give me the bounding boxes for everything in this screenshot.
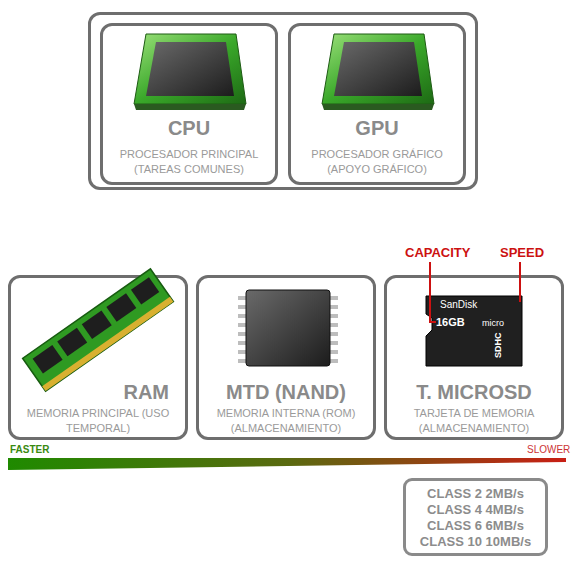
callout-label: CAPACITY: [405, 245, 470, 260]
speed-scale-label: SLOWER: [527, 444, 570, 455]
component-name: MTD (NAND): [199, 381, 373, 403]
leader-line: [430, 262, 520, 322]
class-speed-row: CLASS 4 4MB/s: [406, 502, 545, 518]
callout-label: SPEED: [500, 245, 544, 260]
speed-scale-label: FASTER: [10, 444, 49, 455]
card-print: SanDisk: [440, 299, 477, 310]
class-table-box: CLASS 2 2MB/sCLASS 4 4MB/sCLASS 6 6MB/sC…: [403, 478, 548, 556]
ram-stick: [23, 269, 174, 391]
component-description: PROCESADOR GRÁFICO (APOYO GRÁFICO): [295, 147, 459, 177]
class-speed-row: CLASS 10 10MB/s: [406, 534, 545, 550]
component-box: MTD (NAND) MEMORIA INTERNA (ROM) (ALMACEN…: [196, 275, 376, 440]
component-description: MEMORIA INTERNA (ROM) (ALMACENAMIENTO): [204, 406, 368, 436]
gpu-chip: [322, 34, 434, 110]
nand-chip: [238, 290, 338, 366]
card-print: SDHC: [493, 332, 503, 358]
component-name: CPU: [103, 117, 275, 139]
card-print: micro: [482, 318, 504, 328]
component-box: CPU PROCESADOR PRINCIPAL (TAREAS COMUNES): [100, 23, 278, 185]
component-description: TARJETA DE MEMORIA (ALMACENAMIENTO): [392, 406, 556, 436]
component-description: MEMORIA PRINCIPAL (USO TEMPORAL): [16, 406, 180, 436]
class-speed-row: CLASS 2 2MB/s: [406, 486, 545, 502]
component-name: RAM: [11, 381, 185, 403]
component-name: T. MICROSD: [387, 381, 561, 403]
speed-gradient-bar: [8, 458, 566, 470]
component-box: RAM MEMORIA PRINCIPAL (USO TEMPORAL): [8, 275, 188, 440]
cpu-chip: [134, 34, 246, 110]
component-description: PROCESADOR PRINCIPAL (TAREAS COMUNES): [107, 147, 271, 177]
class-speed-row: CLASS 6 6MB/s: [406, 518, 545, 534]
component-name: GPU: [291, 117, 463, 139]
component-box: GPU PROCESADOR GRÁFICO (APOYO GRÁFICO): [288, 23, 466, 185]
microsd-card: [426, 296, 522, 366]
card-print: 16GB: [436, 316, 465, 328]
group-box: CPU PROCESADOR PRINCIPAL (TAREAS COMUNES)…: [88, 12, 478, 190]
